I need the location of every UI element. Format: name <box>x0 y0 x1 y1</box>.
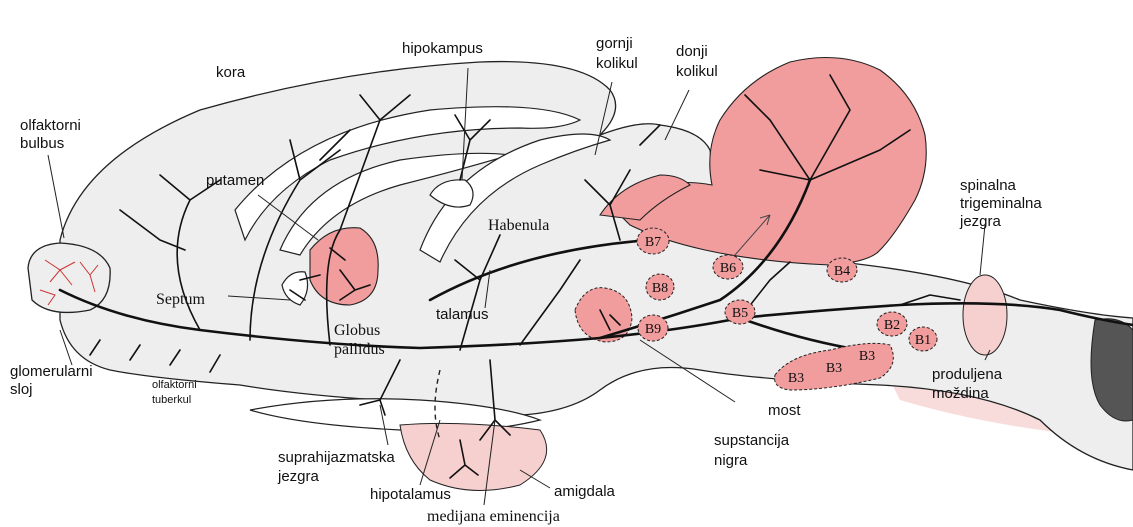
label-olfaktorni-bulbus-2: bulbus <box>20 135 64 152</box>
label-spinalna: spinalna <box>960 177 1017 194</box>
label-amigdala: amigdala <box>554 483 616 500</box>
label-talamus: talamus <box>436 306 489 323</box>
label-olfaktorni-tuberkul-2: tuberkul <box>152 394 191 406</box>
label-jezgra-sch: jezgra <box>277 468 320 485</box>
label-trigeminalna: trigeminalna <box>960 195 1042 212</box>
olfactory-bulb <box>28 243 110 312</box>
label-globus: Globus <box>334 322 380 339</box>
spinal-trigeminal-nucleus <box>963 275 1007 355</box>
label-gornji-kolikul-2: kolikul <box>596 55 638 72</box>
putamen <box>310 228 378 305</box>
label-nigra: nigra <box>714 452 748 469</box>
label-suprahijazmatska: suprahijazmatska <box>278 449 395 466</box>
label-habenula: Habenula <box>488 217 549 234</box>
label-pallidus: pallidus <box>334 341 385 358</box>
label-mozdina: moždina <box>932 385 989 402</box>
label-b3c: B3 <box>859 349 875 364</box>
amygdala <box>400 423 547 490</box>
label-b3b: B3 <box>826 361 842 376</box>
label-medijana-eminencija: medijana eminencija <box>427 508 560 525</box>
label-olfaktorni-bulbus-1: olfaktorni <box>20 117 81 134</box>
label-supstancija: supstancija <box>714 432 790 449</box>
label-produljena: produljena <box>932 366 1003 383</box>
label-gornji-kolikul-1: gornji <box>596 35 633 52</box>
label-donji-kolikul-2: kolikul <box>676 63 718 80</box>
label-b8: B8 <box>652 281 668 296</box>
label-b1: B1 <box>915 333 931 348</box>
label-jezgra-trig: jezgra <box>959 213 1002 230</box>
label-hipokampus: hipokampus <box>402 40 483 57</box>
label-donji-kolikul-1: donji <box>676 43 708 60</box>
label-b5: B5 <box>732 306 748 321</box>
label-hipotalamus: hipotalamus <box>370 486 451 503</box>
label-most: most <box>768 402 801 419</box>
label-b3a: B3 <box>788 371 804 386</box>
label-b9: B9 <box>645 322 661 337</box>
label-b7: B7 <box>645 235 661 250</box>
label-b6: B6 <box>720 261 736 276</box>
label-putamen: putamen <box>206 172 264 189</box>
label-sloj: sloj <box>10 381 33 398</box>
label-b4: B4 <box>834 264 850 279</box>
label-olfaktorni-tuberkul-1: olfaktorni <box>152 379 197 391</box>
label-kora: kora <box>216 64 246 81</box>
label-b2: B2 <box>884 318 900 333</box>
label-septum: Septum <box>156 291 205 308</box>
label-glomerularni: glomerularni <box>10 363 93 380</box>
